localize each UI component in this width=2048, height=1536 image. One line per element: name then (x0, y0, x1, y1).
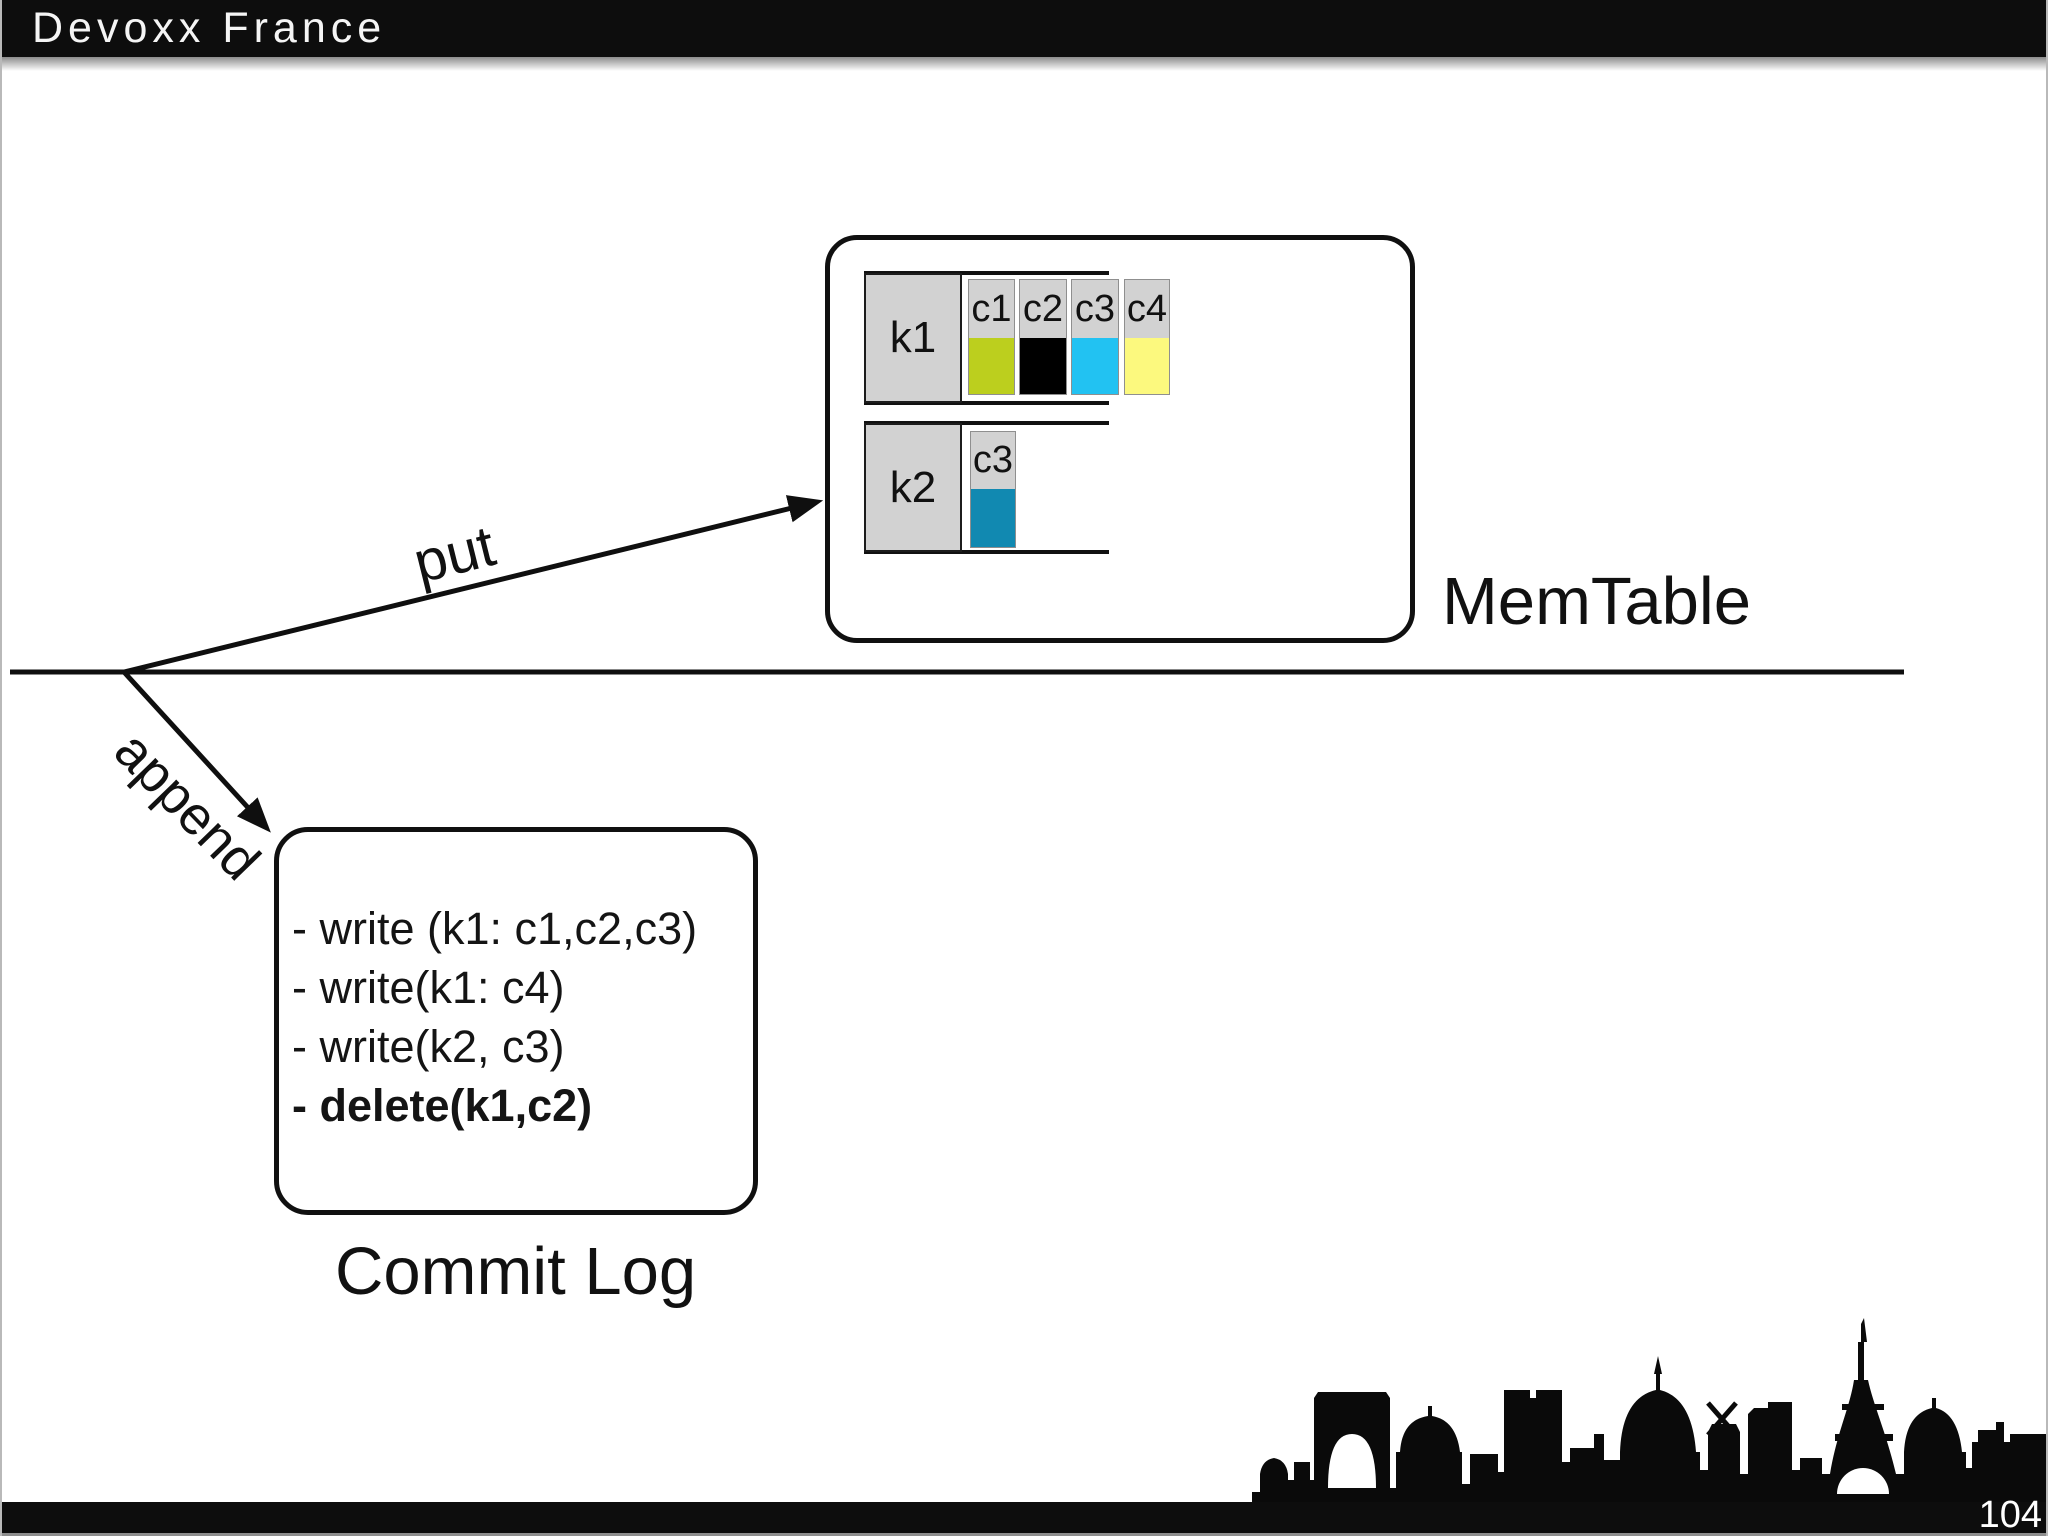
commit-log-entry: - write(k2, c3) (292, 1021, 565, 1072)
column-header: c3 (1072, 280, 1118, 338)
commit-log-entry-delete: - delete(k1,c2) (292, 1080, 593, 1131)
paris-skyline-silhouette (1252, 1318, 2046, 1502)
column-value-swatch (1020, 338, 1066, 394)
column-value-swatch (971, 489, 1015, 547)
page-number: 104 (1978, 1494, 2042, 1536)
skyline-path (1252, 1318, 2046, 1502)
top-bar-shadow (2, 57, 2046, 71)
column-header: c4 (1125, 280, 1169, 338)
column-header: c2 (1020, 280, 1066, 338)
column-cell-k1-c3: c3 (1071, 279, 1119, 395)
key-cell-k2: k2 (864, 423, 962, 552)
row-k1-bottom-line (864, 401, 1109, 405)
put-arrow (123, 495, 824, 675)
column-header: c1 (969, 280, 1014, 338)
column-value-swatch (1125, 338, 1169, 394)
row-k1-top-line (864, 271, 1109, 275)
top-brand-bar: Devoxx France (2, 0, 2046, 57)
eiffel-first-floor (1835, 1434, 1893, 1441)
eiffel-tower-glow (1837, 1468, 1889, 1494)
commit-log-entry: - write (k1: c1,c2,c3) (292, 903, 698, 954)
bottom-bar (2, 1502, 2046, 1536)
column-value-swatch (1072, 338, 1118, 394)
windmill-blade (1706, 1401, 1738, 1437)
commit-log-label: Commit Log (335, 1234, 697, 1309)
commit-log-box (274, 827, 758, 1215)
row-k2-bottom-line (864, 550, 1109, 554)
column-value-swatch (969, 338, 1014, 394)
commit-log-entry: - write(k1: c4) (292, 962, 565, 1013)
key-cell-k1: k1 (864, 273, 962, 403)
append-arrow (122, 670, 271, 833)
brand-logo-text: Devoxx France (32, 4, 387, 52)
column-cell-k1-c4: c4 (1124, 279, 1170, 395)
memtable-label: MemTable (1442, 564, 1752, 639)
row-k2-top-line (864, 421, 1109, 425)
column-cell-k1-c1: c1 (968, 279, 1015, 395)
column-cell-k1-c2: c2 (1019, 279, 1067, 395)
commit-log-entries: - write (k1: c1,c2,c3) - write(k1: c4) -… (292, 899, 697, 1135)
column-header: c3 (971, 432, 1015, 489)
column-cell-k2-c3: c3 (970, 431, 1016, 548)
arc-de-triomphe-arch (1328, 1434, 1376, 1488)
eiffel-second-floor (1842, 1404, 1884, 1410)
